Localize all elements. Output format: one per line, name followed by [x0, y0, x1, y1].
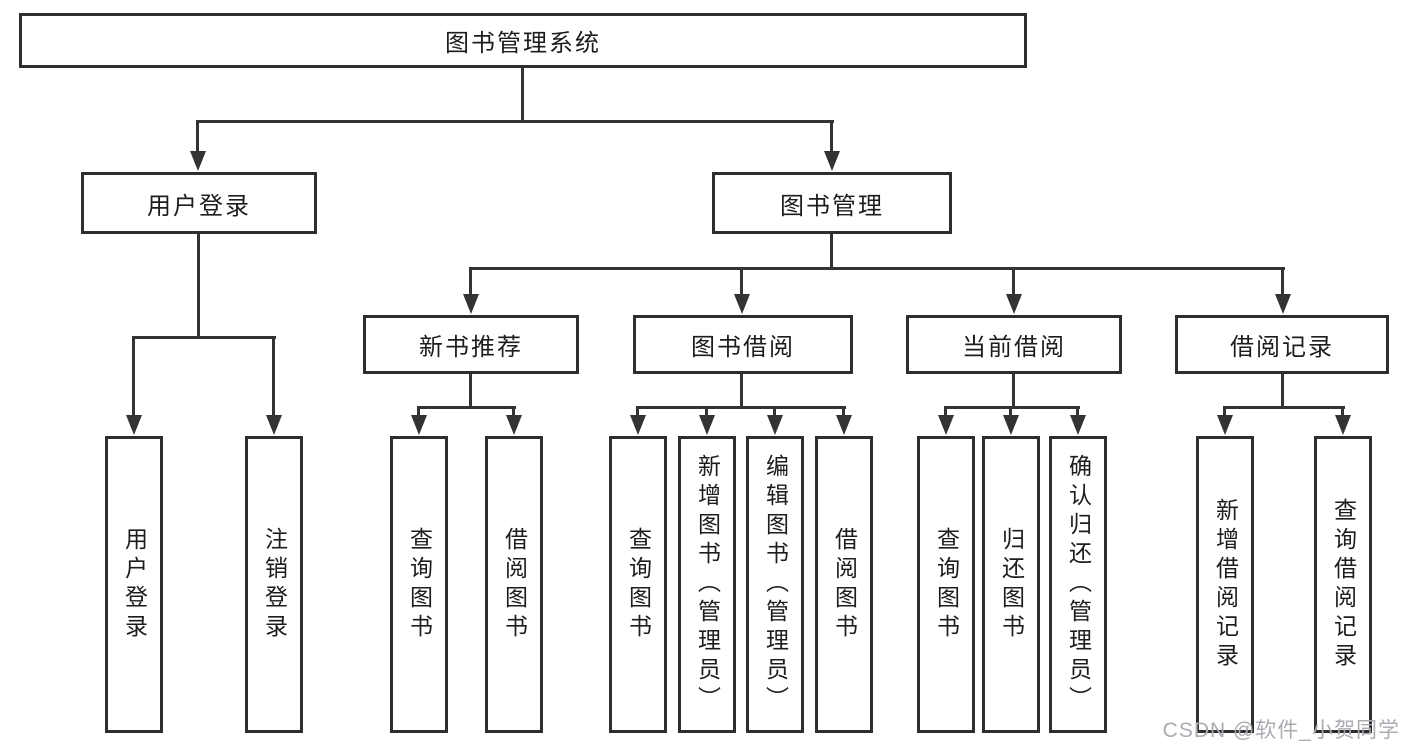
node-book-management: 图书管理: [712, 172, 952, 234]
leaf-label: 归还图书: [998, 526, 1025, 643]
connector-line: [636, 406, 846, 409]
connector-line: [469, 267, 1285, 270]
arrow-down-icon: [1012, 267, 1015, 295]
leaf-query-books-borrowing: 查询图书: [609, 436, 667, 733]
leaf-label: 确认归还（管理员）: [1065, 454, 1092, 715]
arrow-down-icon: [1076, 406, 1079, 416]
leaf-label: 借阅图书: [831, 526, 858, 643]
leaf-edit-book-admin: 编辑图书（管理员）: [746, 436, 804, 733]
arrow-down-icon: [944, 406, 947, 416]
leaf-label: 查询图书: [625, 526, 652, 643]
arrow-down-icon: [417, 406, 420, 416]
leaf-label: 查询借阅记录: [1330, 497, 1357, 672]
leaf-label: 用户登录: [121, 526, 148, 643]
node-label: 图书管理系统: [445, 30, 601, 57]
leaf-label: 查询图书: [933, 526, 960, 643]
arrow-down-icon: [132, 336, 135, 416]
node-borrowing-records: 借阅记录: [1175, 315, 1389, 374]
arrow-down-icon: [1341, 406, 1344, 416]
connector-line: [197, 234, 200, 337]
leaf-label: 新增图书（管理员）: [694, 454, 721, 715]
connector-line: [197, 120, 834, 123]
leaf-label: 新增借阅记录: [1212, 497, 1239, 672]
connector-line: [521, 68, 524, 120]
leaf-label: 借阅图书: [501, 526, 528, 643]
arrow-down-icon: [1009, 406, 1012, 416]
leaf-label: 查询图书: [406, 526, 433, 643]
connector-line: [944, 406, 1080, 409]
arrow-down-icon: [1281, 267, 1284, 295]
node-label: 当前借阅: [962, 334, 1066, 361]
leaf-label: 注销登录: [261, 526, 288, 643]
node-label: 图书借阅: [691, 334, 795, 361]
leaf-label: 编辑图书（管理员）: [762, 454, 789, 715]
node-label: 用户登录: [147, 192, 251, 220]
connector-line: [1012, 374, 1015, 407]
node-new-book-recommendation: 新书推荐: [363, 315, 579, 374]
leaf-query-borrowing-record: 查询借阅记录: [1314, 436, 1372, 733]
node-user-login: 用户登录: [81, 172, 317, 234]
leaf-confirm-return-admin: 确认归还（管理员）: [1049, 436, 1107, 733]
node-label: 借阅记录: [1230, 334, 1334, 361]
node-book-borrowing: 图书借阅: [633, 315, 853, 374]
connector-line: [417, 406, 516, 409]
leaf-logout: 注销登录: [245, 436, 303, 733]
arrow-down-icon: [512, 406, 515, 416]
connector-line: [830, 234, 833, 268]
connector-line: [1223, 406, 1345, 409]
watermark-text: CSDN @软件_小贺同学: [1162, 719, 1400, 742]
connector-line: [1281, 374, 1284, 407]
arrow-down-icon: [740, 267, 743, 295]
leaf-user-login: 用户登录: [105, 436, 163, 733]
leaf-add-book-admin: 新增图书（管理员）: [678, 436, 736, 733]
node-label: 新书推荐: [419, 334, 523, 361]
arrow-down-icon: [1223, 406, 1226, 416]
leaf-borrow-books-borrowing: 借阅图书: [815, 436, 873, 733]
arrow-down-icon: [469, 267, 472, 295]
arrow-down-icon: [196, 120, 199, 152]
arrow-down-icon: [705, 406, 708, 416]
connector-line: [469, 374, 472, 407]
leaf-add-borrowing-record: 新增借阅记录: [1196, 436, 1254, 733]
leaf-borrow-books-recommend: 借阅图书: [485, 436, 543, 733]
connector-line: [132, 336, 276, 339]
leaf-return-book: 归还图书: [982, 436, 1040, 733]
arrow-down-icon: [272, 336, 275, 416]
arrow-down-icon: [842, 406, 845, 416]
node-library-management-system: 图书管理系统: [19, 13, 1027, 68]
arrow-down-icon: [773, 406, 776, 416]
node-current-borrowing: 当前借阅: [906, 315, 1122, 374]
node-label: 图书管理: [780, 192, 884, 220]
arrow-down-icon: [636, 406, 639, 416]
connector-line: [740, 374, 743, 407]
leaf-query-books-current: 查询图书: [917, 436, 975, 733]
leaf-query-books-recommend: 查询图书: [390, 436, 448, 733]
arrow-down-icon: [830, 120, 833, 152]
